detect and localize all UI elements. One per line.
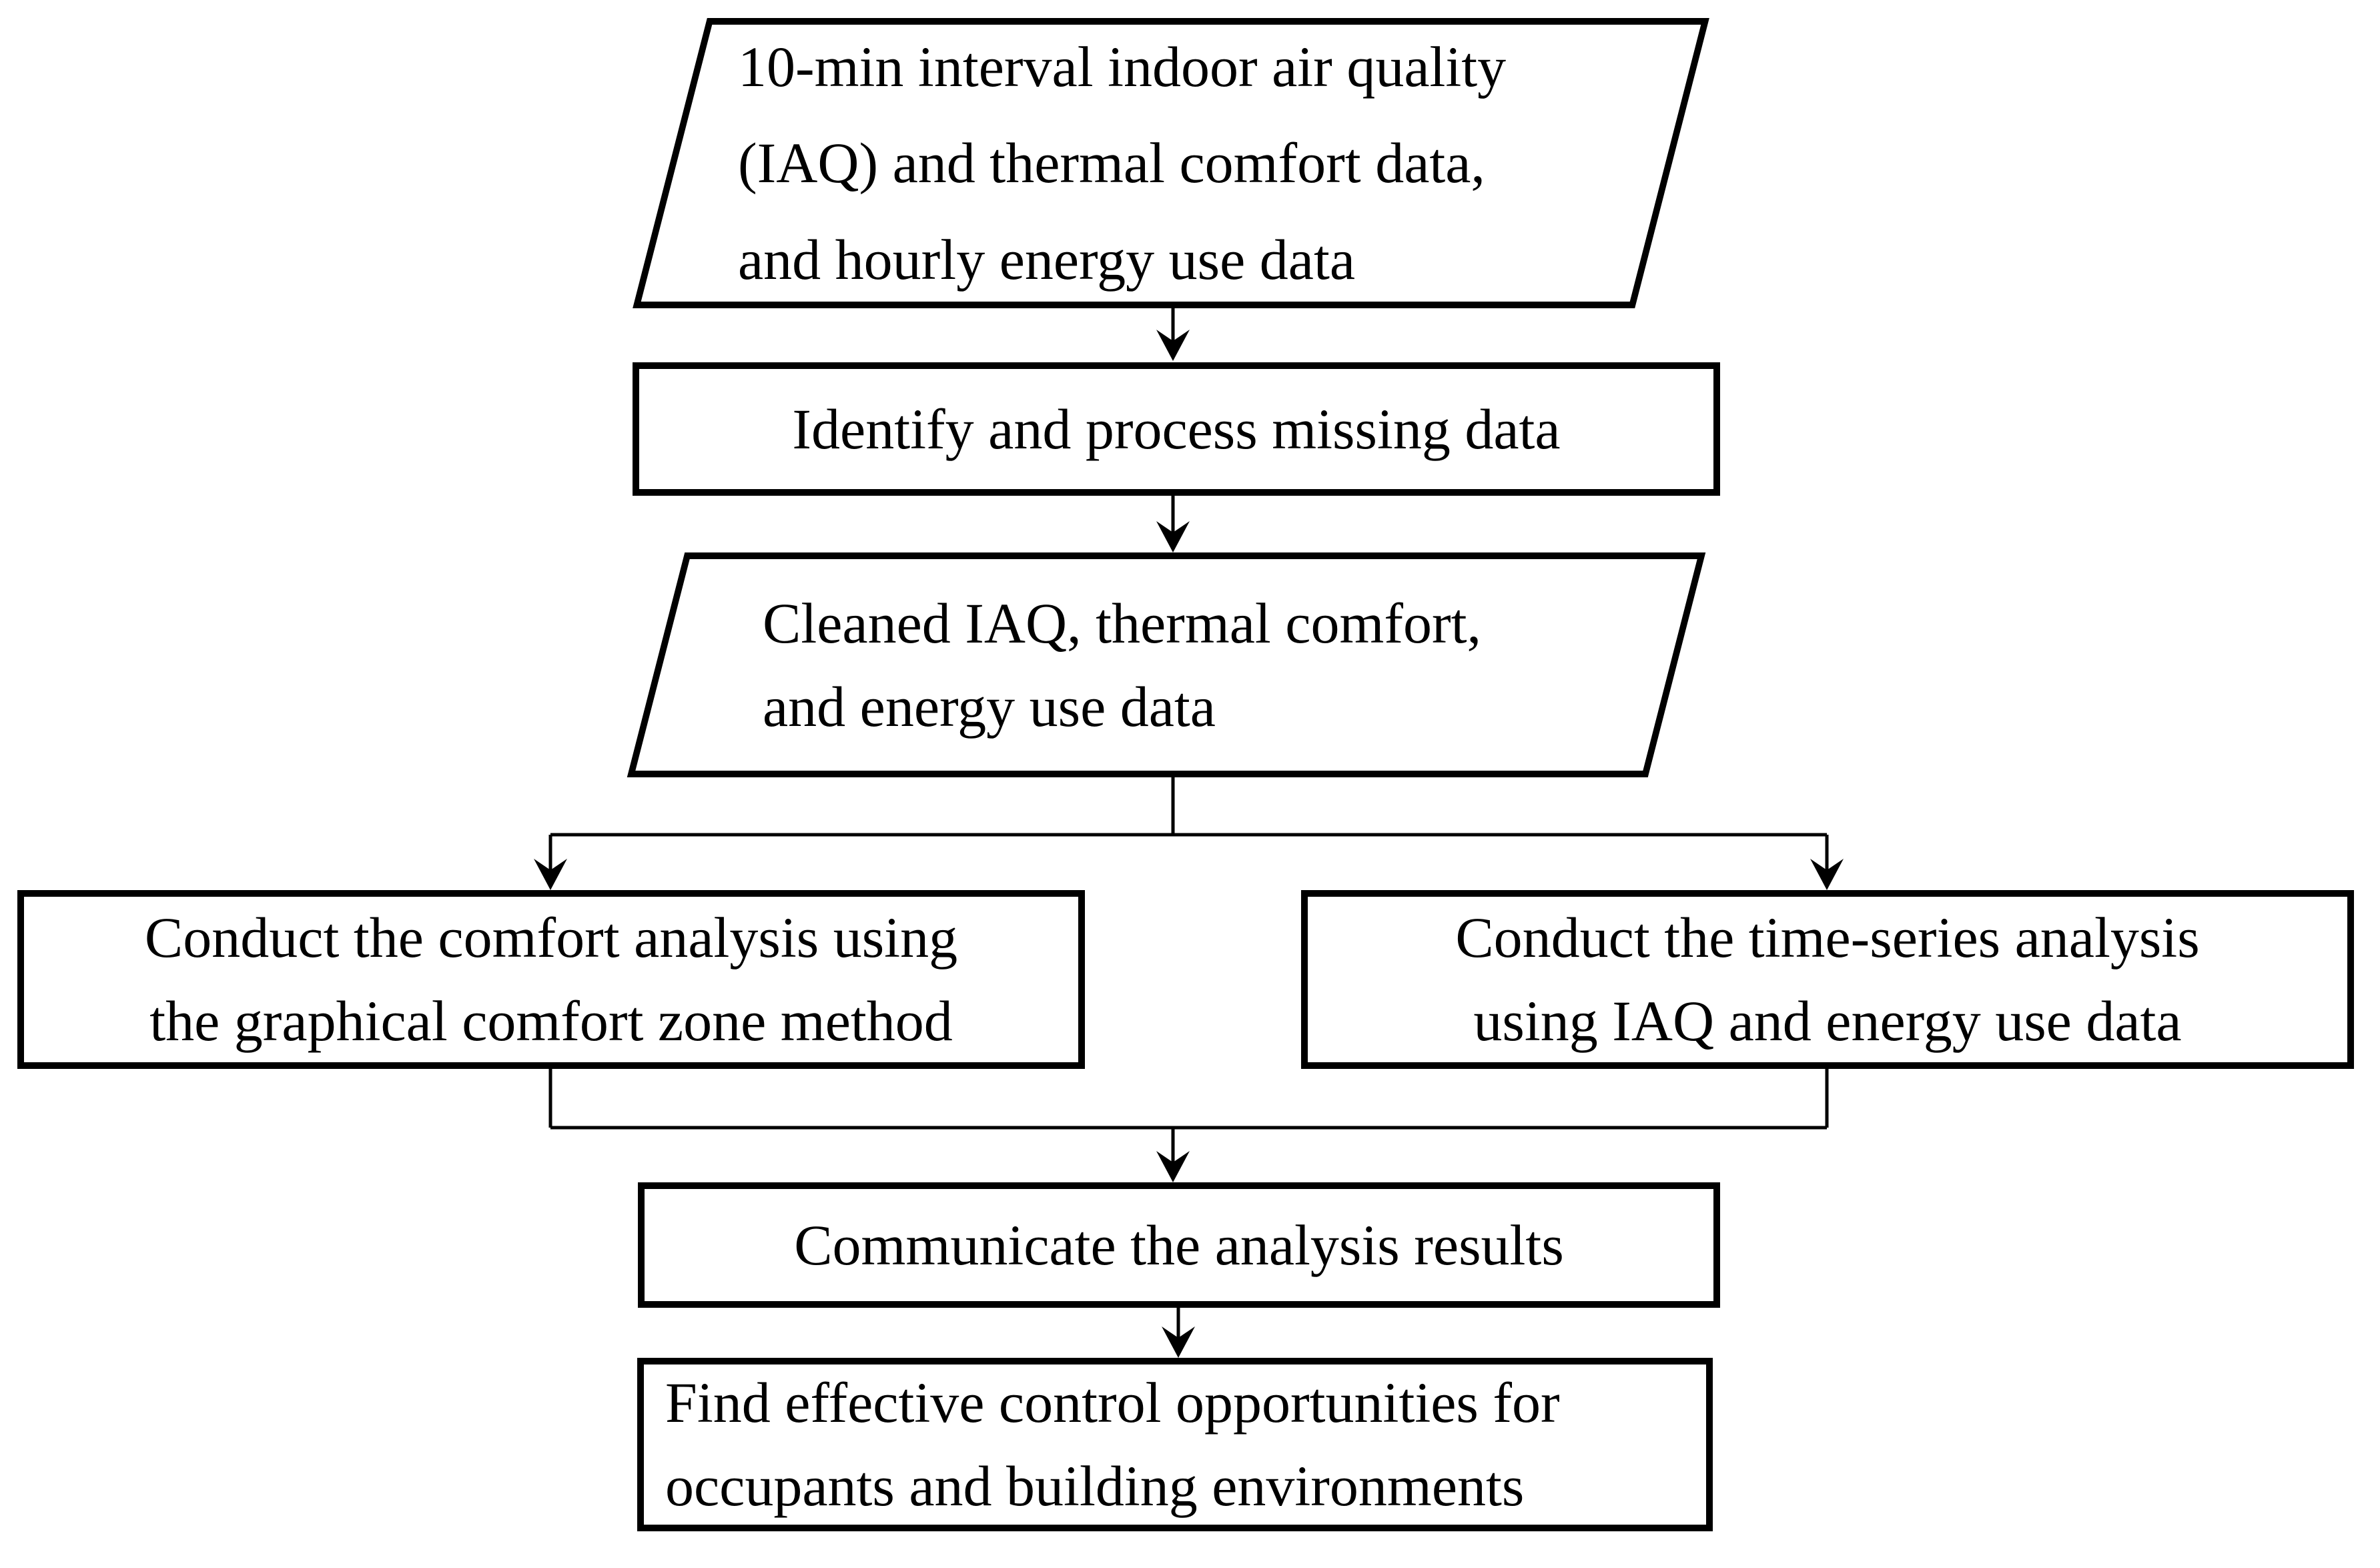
flowchart-node-find-opportunities: Find effective control opportunities for… [637, 1358, 1713, 1531]
arrowhead-down-icon [1162, 1326, 1195, 1358]
node-text: 10-min interval indoor air quality (IAQ)… [677, 25, 1506, 302]
node-text-line: and energy use data [763, 674, 1216, 739]
flowchart-node-input-data: 10-min interval indoor air quality (IAQ)… [633, 18, 1709, 308]
node-text-line: occupants and building environments [665, 1454, 1525, 1518]
connector-process-to-cleaned [1156, 494, 1190, 552]
node-text-line: Conduct the time-series analysis [1455, 905, 2200, 970]
node-text-line: 10-min interval indoor air quality [738, 34, 1507, 99]
flowchart-node-process-missing: Identify and process missing data [633, 362, 1720, 496]
node-text-line: Identify and process missing data [792, 396, 1561, 461]
connector-communicate-to-find [1162, 1306, 1195, 1358]
flowchart-node-timeseries-analysis: Conduct the time-series analysis using I… [1301, 890, 2354, 1069]
node-text-line: Conduct the comfort analysis using [144, 905, 958, 970]
arrowhead-down-icon [534, 859, 567, 890]
flowchart-node-cleaned-data: Cleaned IAQ, thermal comfort, and energy… [627, 552, 1706, 777]
node-text: Cleaned IAQ, thermal comfort, and energy… [663, 559, 1481, 771]
arrowhead-down-icon [1156, 1151, 1190, 1182]
node-text-line: using IAQ and energy use data [1473, 989, 2182, 1053]
node-text-line: Find effective control opportunities for [665, 1370, 1560, 1435]
node-text-line: and hourly energy use data [738, 227, 1356, 292]
arrowhead-down-icon [1156, 330, 1190, 361]
node-text-line: Communicate the analysis results [794, 1212, 1564, 1277]
connector-cleaned-branch [534, 775, 1844, 890]
arrowhead-down-icon [1810, 859, 1844, 890]
node-text-line: Cleaned IAQ, thermal comfort, [763, 591, 1482, 655]
flowchart-node-comfort-analysis: Conduct the comfort analysis using the g… [17, 890, 1085, 1069]
flowchart-node-communicate-results: Communicate the analysis results [638, 1182, 1720, 1308]
arrowhead-down-icon [1156, 521, 1190, 552]
node-text-line: (IAQ) and thermal comfort data, [738, 131, 1485, 195]
connector-merge-to-communicate [548, 1068, 1829, 1182]
node-text-line: the graphical comfort zone method [149, 989, 953, 1053]
connector-input-to-process [1156, 306, 1190, 361]
